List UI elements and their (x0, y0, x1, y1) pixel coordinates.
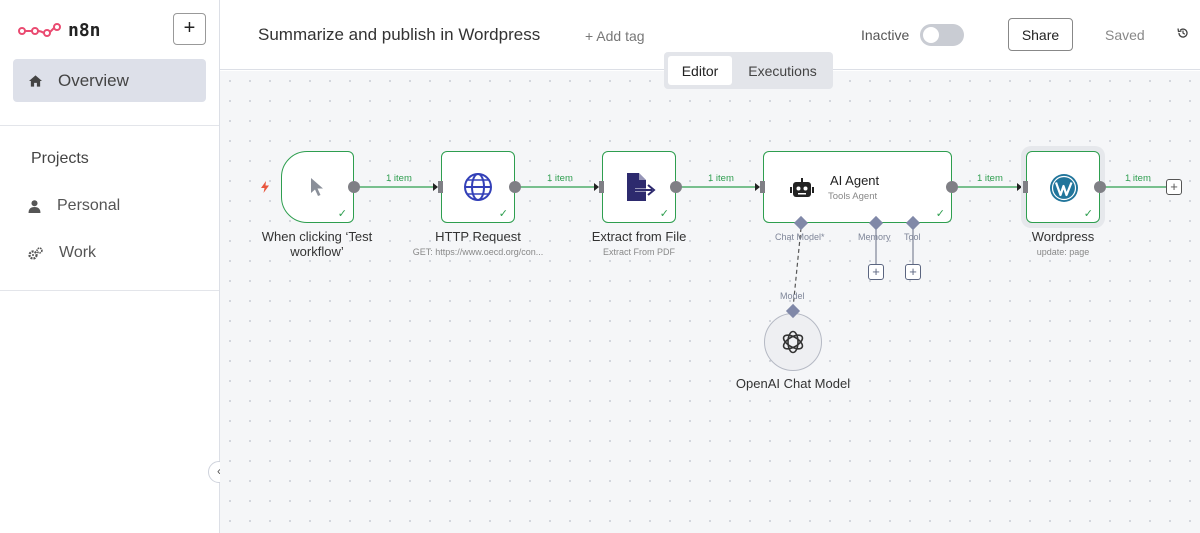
saved-status: Saved (1105, 27, 1145, 43)
edge-label: 1 item (708, 173, 734, 184)
n8n-logo-icon (18, 22, 61, 37)
tab-executions[interactable]: Executions (748, 62, 817, 79)
node-label: AI Agent (830, 173, 880, 188)
sidebar-item-work[interactable]: Work (28, 244, 96, 262)
node-subtitle: Extract From PDF (602, 247, 675, 257)
success-check-icon: ✓ (935, 208, 945, 220)
sidebar-item-label: Personal (57, 197, 121, 214)
edge-label: 1 item (386, 173, 412, 184)
sidebar-item-label: Work (59, 244, 97, 261)
node-subtitle: Tools Agent (828, 191, 878, 202)
cursor-icon (311, 178, 323, 196)
edge-label: 1 item (547, 173, 573, 184)
divider (0, 290, 219, 291)
output-handle[interactable] (348, 181, 360, 193)
robot-icon (790, 178, 814, 197)
node-wordpress[interactable]: ✓ (1026, 151, 1100, 223)
history-icon[interactable] (1177, 27, 1189, 39)
workflow-canvas[interactable] (220, 71, 1200, 533)
success-check-icon: ✓ (337, 208, 347, 220)
openai-icon (782, 330, 804, 354)
input-handle[interactable] (1023, 181, 1028, 193)
view-tabs: Editor Executions (664, 52, 833, 89)
logo-text: n8n (68, 20, 101, 41)
tab-editor[interactable]: Editor (668, 56, 732, 85)
input-handle[interactable] (438, 181, 443, 193)
workflow-title[interactable]: Summarize and publish in Wordpress (258, 25, 541, 44)
sidebar: n8n + Overview Projects Personal Work (0, 0, 220, 533)
output-handle[interactable] (670, 181, 682, 193)
edge-label: 1 item (977, 173, 1003, 184)
active-status-label: Inactive (861, 27, 910, 43)
new-item-button[interactable]: + (173, 13, 206, 45)
success-check-icon: ✓ (1083, 208, 1093, 220)
node-subtitle: GET: https://www.oecd.org/con... (412, 247, 544, 257)
wordpress-icon (1050, 174, 1078, 202)
projects-title: Projects (31, 150, 89, 167)
node-label: When clicking ‘Test workflow’ (261, 229, 373, 259)
port-label: Tool (904, 232, 921, 242)
share-button[interactable]: Share (1008, 18, 1073, 51)
input-handle[interactable] (599, 181, 604, 193)
port-label: Chat Model* (775, 232, 825, 242)
globe-icon (464, 173, 492, 201)
active-toggle[interactable] (920, 24, 964, 46)
file-export-icon (627, 173, 656, 201)
logo[interactable]: n8n (18, 20, 101, 41)
sidebar-item-label: Overview (58, 70, 129, 90)
success-check-icon: ✓ (659, 208, 669, 220)
add-tool-button[interactable]: + (905, 264, 921, 280)
node-subtitle: update: page (1036, 247, 1090, 257)
add-memory-button[interactable]: + (868, 264, 884, 280)
lightning-icon (261, 181, 269, 193)
success-check-icon: ✓ (498, 208, 508, 220)
home-icon (29, 74, 42, 87)
node-label: Extract from File (591, 229, 687, 244)
add-node-button[interactable]: + (1166, 179, 1182, 195)
user-icon (28, 199, 41, 213)
port-label: Memory (858, 232, 891, 242)
sidebar-item-overview[interactable]: Overview (13, 59, 206, 102)
output-handle[interactable] (509, 181, 521, 193)
cogs-icon (28, 246, 43, 260)
node-label: HTTP Request (435, 229, 521, 244)
node-openai-chat-model[interactable] (764, 313, 822, 371)
node-label: Wordpress (1031, 229, 1095, 244)
input-handle[interactable] (760, 181, 765, 193)
divider (0, 125, 219, 126)
output-handle[interactable] (1094, 181, 1106, 193)
edge-label: 1 item (1125, 173, 1151, 184)
port-label: Model (780, 291, 805, 301)
add-tag-link[interactable]: + Add tag (585, 28, 645, 44)
node-label: OpenAI Chat Model (735, 376, 851, 391)
output-handle[interactable] (946, 181, 958, 193)
sidebar-item-personal[interactable]: Personal (28, 197, 120, 215)
node-ai-agent[interactable]: AI Agent Tools Agent ✓ (763, 151, 952, 223)
node-extract-from-file[interactable]: ✓ (602, 151, 676, 223)
node-http-request[interactable]: ✓ (441, 151, 515, 223)
toggle-knob (923, 27, 939, 43)
node-manual-trigger[interactable]: ✓ (281, 151, 354, 223)
